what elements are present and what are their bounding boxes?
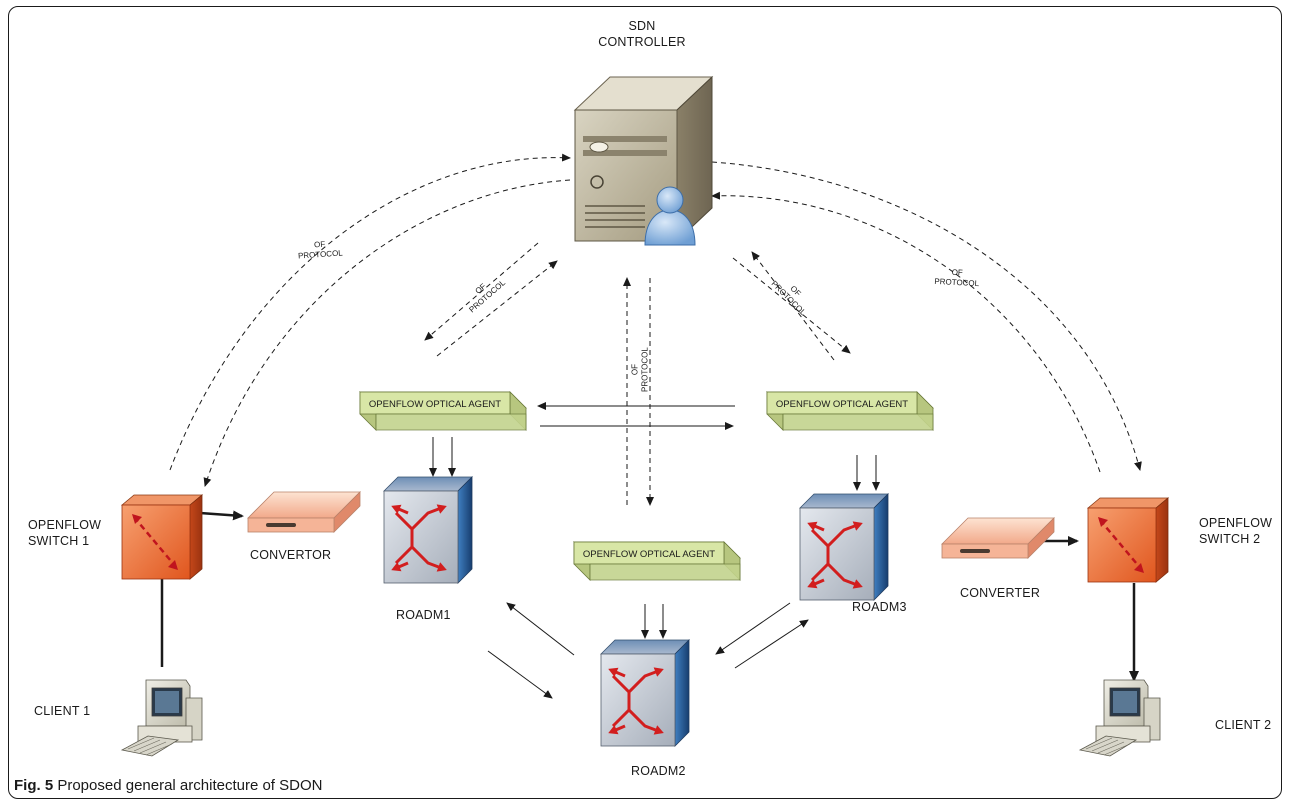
- roadm3-icon: [800, 494, 888, 600]
- figure-caption: Fig. 5 Proposed general architecture of …: [14, 777, 322, 794]
- switch-1-line2: SWITCH 1: [28, 533, 90, 548]
- caption-fig-number: Fig. 5: [14, 777, 54, 794]
- switch-2-line1: OPENFLOW: [1199, 516, 1273, 530]
- of-link-agent3-down: [732, 257, 851, 354]
- switch-2-label: OPENFLOW SWITCH 2: [1199, 516, 1272, 547]
- agent-label: OPENFLOW OPTICAL AGENT: [583, 549, 715, 560]
- sdn-controller-label: SDN CONTROLLER: [598, 19, 685, 50]
- openflow-switch-2-icon: [1086, 496, 1170, 584]
- of-link-agent3-up: [751, 251, 835, 361]
- optical-agent-1: OPENFLOW OPTICAL AGENT: [359, 391, 527, 431]
- optical-agent-3: OPENFLOW OPTICAL AGENT: [766, 391, 934, 431]
- client-1-pc-icon: [121, 679, 203, 757]
- switch-1-label: OPENFLOW SWITCH 1: [28, 518, 101, 549]
- of-arc-switch2-up: [711, 191, 1101, 473]
- converter-icon: [941, 517, 1055, 559]
- of-arc-switch1-down: [203, 179, 571, 487]
- switch-2-line2: SWITCH 2: [1199, 531, 1261, 546]
- of-arc-switch2-down: [711, 161, 1142, 471]
- agent-label: OPENFLOW OPTICAL AGENT: [776, 399, 908, 410]
- user-icon: [644, 186, 696, 246]
- roadm2-label: ROADM2: [631, 764, 686, 778]
- client-2-label: CLIENT 2: [1215, 718, 1272, 732]
- switch-1-line1: OPENFLOW: [28, 518, 102, 532]
- client-1-label: CLIENT 1: [34, 704, 91, 718]
- of-text: OF: [630, 364, 640, 376]
- roadm1-icon: [384, 477, 472, 583]
- caption-text: Proposed general architecture of SDON: [57, 777, 323, 794]
- controller-line2: CONTROLLER: [598, 34, 686, 49]
- link-roadm2-to-roadm3: [734, 619, 809, 669]
- agent-label: OPENFLOW OPTICAL AGENT: [369, 399, 501, 410]
- sdn-controller-server-icon: [573, 75, 714, 243]
- figure-frame: [8, 6, 1282, 799]
- converter-label: CONVERTER: [960, 586, 1041, 600]
- of-link-agent1-up: [436, 260, 558, 357]
- link-switch1-to-convertor: [199, 510, 244, 521]
- link-roadm3-to-roadm2: [715, 602, 791, 655]
- link-roadm2-to-roadm1: [506, 602, 575, 656]
- roadm1-label: ROADM1: [396, 608, 451, 622]
- link-roadm1-to-roadm2: [487, 650, 553, 699]
- protocol-text: PROTOCOL: [640, 347, 649, 392]
- of-protocol-label-right-arc: OF PROTOCOL: [923, 266, 992, 289]
- of-link-agent1-down: [424, 242, 539, 341]
- of-protocol-label-center: OF PROTOCOL: [630, 330, 649, 410]
- controller-line1: SDN: [628, 19, 656, 33]
- client-2-pc-icon: [1079, 679, 1161, 757]
- roadm3-label: ROADM3: [852, 600, 907, 614]
- openflow-switch-1-icon: [120, 493, 204, 581]
- convertor-label: CONVERTOR: [250, 548, 332, 562]
- of-arc-switch1-up: [169, 153, 571, 471]
- roadm2-icon: [601, 640, 689, 746]
- convertor-icon: [247, 491, 361, 533]
- optical-agent-2: OPENFLOW OPTICAL AGENT: [573, 541, 741, 581]
